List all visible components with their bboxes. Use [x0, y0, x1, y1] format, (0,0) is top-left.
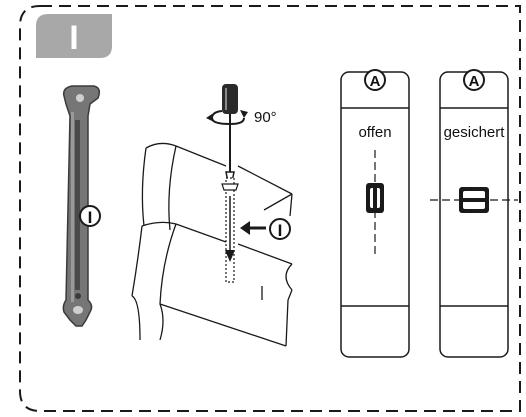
part-callout-label: I: [88, 208, 93, 227]
dashed-frame: [19, 5, 521, 412]
strip-inserted: [221, 177, 239, 283]
screwdriver: [222, 84, 238, 183]
locking-strip-part: [62, 85, 101, 327]
cabinet-sketch: [131, 142, 293, 347]
insert-arrow-icon: [240, 221, 266, 235]
panel-locked-top-label: A: [469, 73, 480, 90]
strip-state-panel-open: A offen: [340, 69, 410, 358]
step-badge-label: I: [69, 19, 78, 57]
insert-callout: I: [269, 218, 291, 240]
panel-open-top-label: A: [370, 73, 381, 90]
rotation-arrow-icon: [206, 110, 248, 126]
rotation-label: 90°: [254, 109, 277, 126]
strip-state-panel-locked: A gesichert: [430, 69, 518, 358]
part-callout: I: [79, 205, 101, 227]
insert-callout-label: I: [278, 221, 283, 240]
panel-open-state-label: offen: [358, 124, 391, 141]
step-badge: I: [36, 14, 112, 58]
panel-locked-state-label: gesichert: [444, 124, 506, 141]
